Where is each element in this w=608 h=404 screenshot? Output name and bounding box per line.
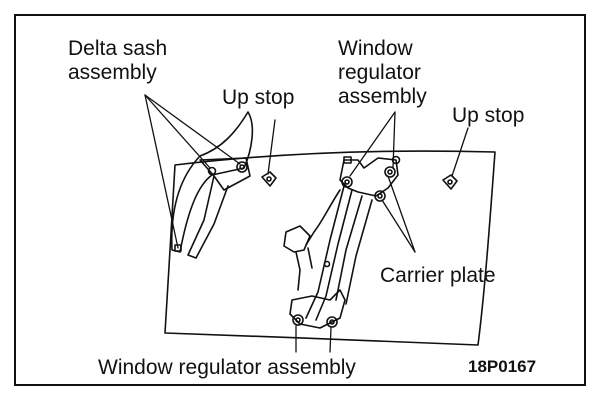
delta-sash-label-line2: assembly bbox=[68, 61, 157, 84]
window-regulator-label-line1: Window bbox=[338, 37, 413, 60]
window-regulator-upper bbox=[339, 155, 401, 202]
figure-code: 18P0167 bbox=[468, 357, 537, 376]
leader-delta-2 bbox=[144, 94, 211, 169]
up-stop-left-label: Up stop bbox=[222, 86, 295, 109]
door-panel-outline bbox=[164, 150, 496, 346]
delta-sash-label-line1: Delta sash bbox=[68, 37, 168, 60]
leader-delta-3 bbox=[144, 94, 241, 165]
window-regulator-assembly-label: Window regulator assembly bbox=[98, 356, 356, 379]
leader-upstop-left bbox=[267, 119, 276, 175]
leader-winreg-bottom-2 bbox=[329, 327, 332, 353]
leader-winreg-2 bbox=[392, 111, 396, 169]
leader-winreg-1 bbox=[349, 111, 396, 177]
carrier-plate-label: Carrier plate bbox=[380, 264, 496, 287]
up-stop-left bbox=[261, 171, 277, 187]
regulator-motor bbox=[283, 225, 331, 291]
up-stop-right bbox=[442, 174, 458, 190]
up-stop-right-label: Up stop bbox=[452, 104, 525, 127]
delta-sash-assembly bbox=[170, 111, 254, 259]
leader-upstop-right bbox=[451, 127, 469, 177]
window-regulator-label-line2: regulator bbox=[338, 61, 421, 84]
leader-lines bbox=[144, 94, 469, 353]
leader-delta-1 bbox=[144, 94, 179, 249]
leader-carrier-1 bbox=[387, 175, 416, 253]
window-regulator-lower bbox=[289, 289, 346, 329]
regulator-rails bbox=[305, 185, 373, 321]
leader-carrier-2 bbox=[381, 199, 416, 253]
window-regulator-label-line3: assembly bbox=[338, 85, 427, 108]
